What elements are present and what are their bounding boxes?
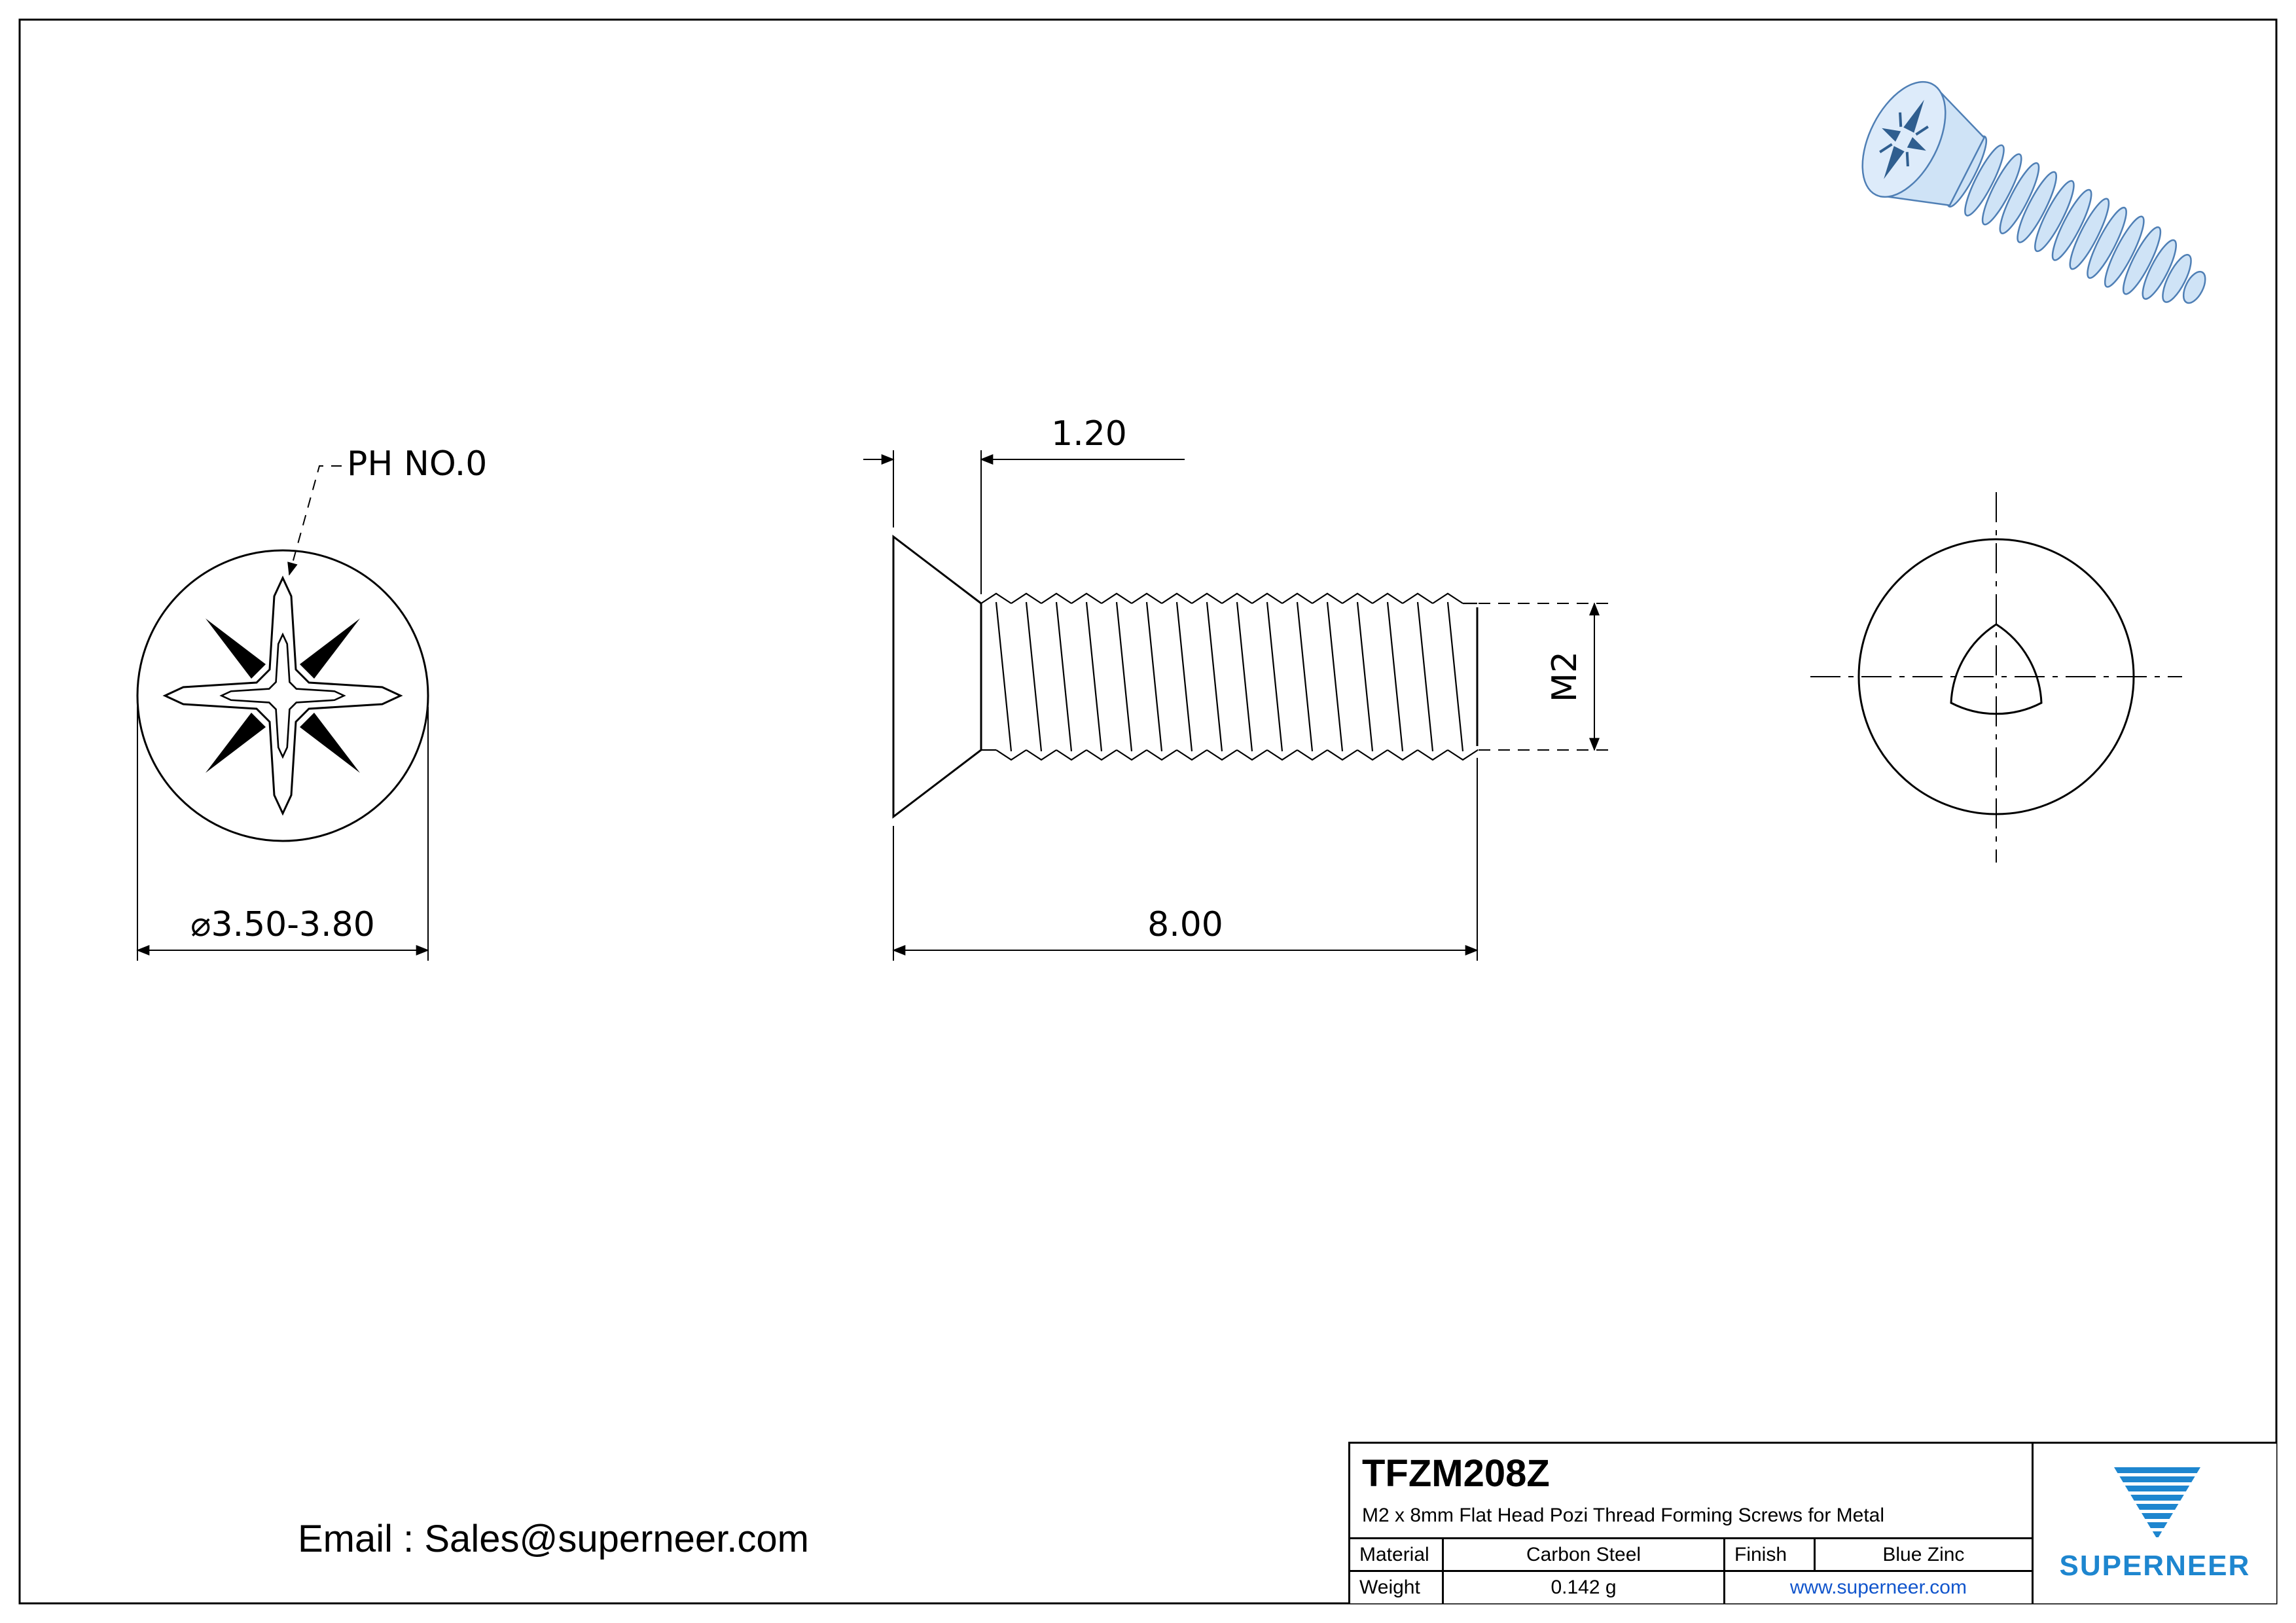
brand-logo-cell: SUPERNEER [2031,1444,2276,1603]
finish-value: Blue Zinc [1814,1539,2032,1570]
side-view: 1.20 M2 8.00 [863,414,1611,961]
sheet-border [18,18,2278,1605]
recess-leader-line [287,465,342,576]
len-dim-text: 8.00 [1147,905,1223,944]
brand-name: SUPERNEER [2059,1550,2251,1582]
screw-3d-pozi-recess-icon [1879,99,1929,179]
part-number: TFZM208Z [1362,1452,1550,1495]
headlen-dim-text: 1.20 [1051,414,1127,454]
front-view: PH NO.0 ⌀3.50-3.80 [136,444,487,961]
title-block-left: TFZM208Z M2 x 8mm Flat Head Pozi Thread … [1350,1444,2032,1603]
material-value: Carbon Steel [1442,1539,1723,1570]
material-finish-row: Material Carbon Steel Finish Blue Zinc [1350,1537,2032,1570]
website-link[interactable]: www.superneer.com [1723,1572,2032,1603]
weight-value: 0.142 g [1442,1572,1723,1603]
screw-3d-head-face [1861,80,1946,198]
screw-3d [1861,80,2206,304]
trilobular-section [1950,623,2043,715]
part-description: M2 x 8mm Flat Head Pozi Thread Forming S… [1362,1505,1885,1526]
pozi-recess-outline [162,575,403,816]
pozi-wedges [206,618,360,773]
weight-label: Weight [1359,1577,1420,1598]
material-label: Material [1359,1543,1429,1565]
brand-logo-icon [2114,1467,2201,1537]
screw-3d-threads [1946,135,2206,304]
weight-row: Weight 0.142 g www.superneer.com [1350,1570,2032,1603]
contact-email: Email : Sales@superneer.com [298,1518,809,1560]
title-block: TFZM208Z M2 x 8mm Flat Head Pozi Thread … [1348,1442,2276,1603]
finish-label: Finish [1723,1539,1814,1570]
m2-dim-text: M2 [1545,651,1585,702]
thread-profile [980,592,1479,761]
head-profile [892,534,982,819]
end-view [1810,492,2182,863]
pozi-recess-inner-outline [219,632,346,759]
recess-label: PH NO.0 [347,444,487,484]
dia-dim-text: ⌀3.50-3.80 [190,905,375,944]
